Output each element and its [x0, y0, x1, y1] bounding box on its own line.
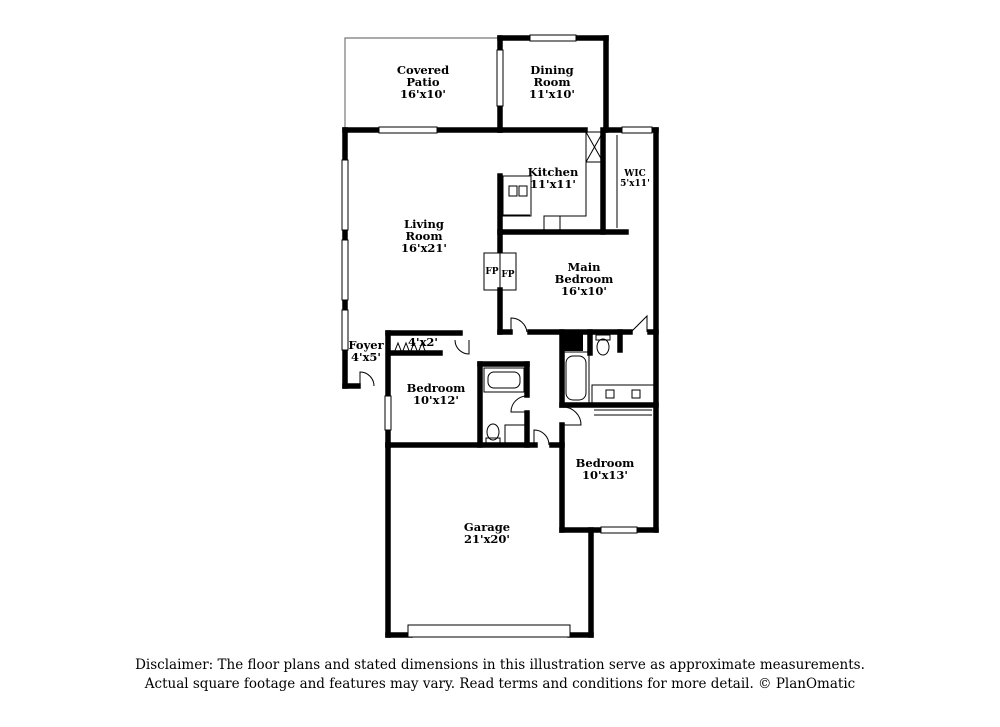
- bedroom-right-size: 10'x13': [582, 468, 628, 482]
- disclaimer-line-1: Disclaimer: The floor plans and stated d…: [135, 657, 865, 673]
- kitchen-size: 11'x11': [530, 177, 576, 191]
- fireplace-label-2: FP: [501, 270, 514, 280]
- bedroom-left-size: 10'x12': [413, 393, 459, 407]
- garage-name: Garage: [464, 520, 510, 534]
- covered-patio-size: 16'x10': [400, 87, 446, 101]
- covered-patio-name-1: Covered: [397, 63, 449, 77]
- dining-room-name-1: Dining: [530, 63, 573, 77]
- shower-block: [563, 333, 583, 351]
- living-room-size: 16'x21': [401, 241, 447, 255]
- main-bedroom-name-1: Main: [568, 260, 602, 274]
- main-bedroom-size: 16'x10': [561, 284, 607, 298]
- living-room-name-2: Room: [405, 229, 442, 243]
- doors: [359, 314, 648, 446]
- kitchen-name: Kitchen: [528, 165, 579, 179]
- wic-name: WIC: [623, 169, 645, 179]
- bedroom-right-name: Bedroom: [576, 456, 635, 470]
- dining-room-name-2: Room: [533, 75, 570, 89]
- fixtures: [393, 131, 655, 444]
- foyer-name: Foyer: [348, 338, 384, 352]
- covered-patio-outline: [344, 37, 500, 130]
- wic-size: 5'x11': [620, 179, 650, 189]
- main-bedroom-name-2: Bedroom: [555, 272, 614, 286]
- fireplace-label-1: FP: [485, 267, 498, 277]
- foyer-size: 4'x5': [351, 350, 381, 364]
- closet-size: 4'x2': [408, 335, 438, 349]
- disclaimer-line-2: Actual square footage and features may v…: [144, 676, 856, 692]
- floor-plan: Covered Patio 16'x10' Dining Room 11'x10…: [341, 34, 659, 638]
- covered-patio-name-2: Patio: [406, 75, 439, 89]
- bedroom-left-name: Bedroom: [407, 381, 466, 395]
- dining-room-size: 11'x10': [529, 87, 575, 101]
- room-labels: Covered Patio 16'x10' Dining Room 11'x10…: [348, 63, 649, 546]
- living-room-name-1: Living: [404, 217, 444, 231]
- windows: [341, 34, 653, 638]
- garage-size: 21'x20': [464, 532, 510, 546]
